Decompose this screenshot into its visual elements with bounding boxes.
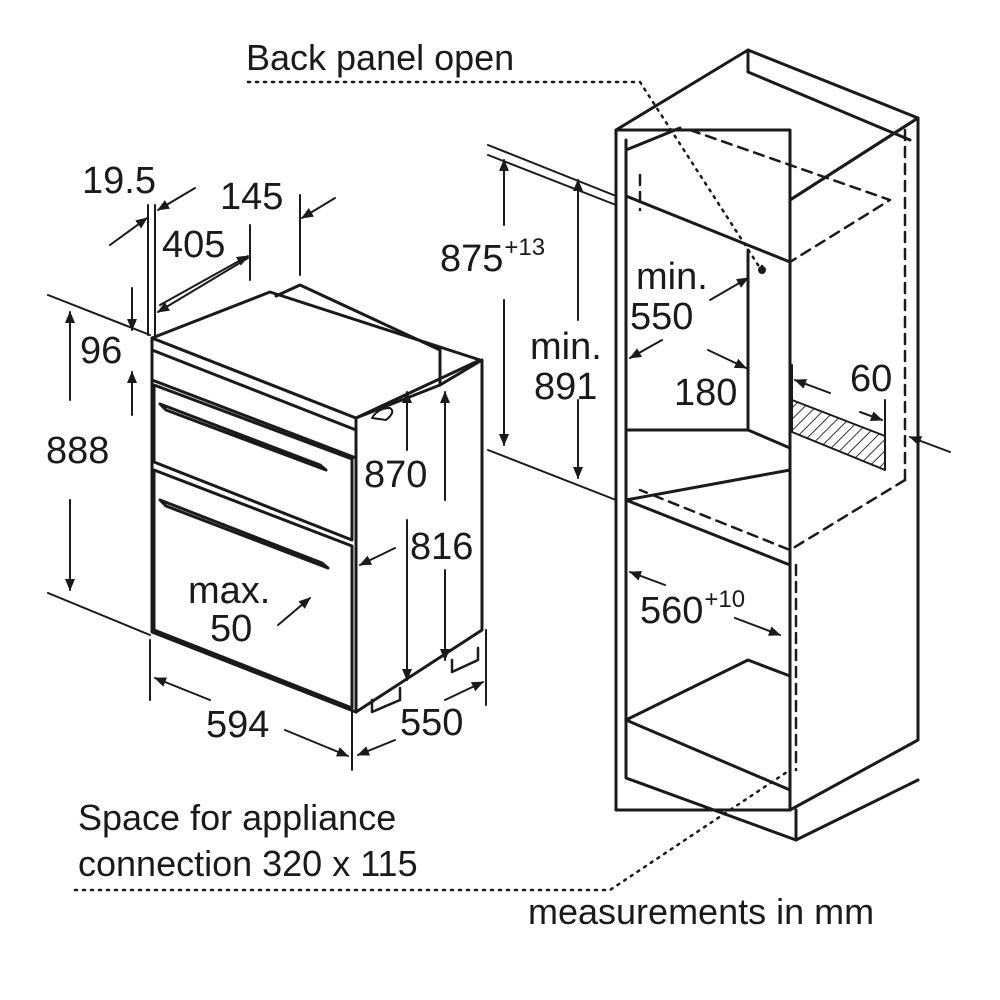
upper-door-handle xyxy=(158,402,328,472)
appliance-space-label-line1: Space for appliance xyxy=(78,797,397,838)
appliance-space-label-line2: connection 320 x 115 xyxy=(78,843,418,884)
dim-870: 870 xyxy=(364,454,428,496)
dim-405: 405 xyxy=(162,224,226,266)
dim-min-550-label: min. xyxy=(636,256,708,298)
back-panel-dashed xyxy=(638,128,907,772)
dim-60: 60 xyxy=(850,358,893,400)
dim-min-550-value: 550 xyxy=(630,296,694,338)
dim-594: 594 xyxy=(206,704,270,746)
cabinet-front-frame xyxy=(614,128,792,812)
dim-550-depth: 550 xyxy=(400,702,464,744)
dim-180: 180 xyxy=(674,372,738,414)
connection-hatch xyxy=(791,399,886,471)
dim-min-891-value: 891 xyxy=(534,366,598,408)
dim-19-5: 19.5 xyxy=(82,160,156,202)
dim-max-label: max. xyxy=(188,570,271,612)
dim-875: 875+13 xyxy=(440,234,546,280)
dimension-lines xyxy=(47,144,951,771)
units-note: measurements in mm xyxy=(528,891,875,932)
dim-96: 96 xyxy=(80,330,123,372)
oven-drawing xyxy=(150,283,484,714)
back-panel-marker xyxy=(758,266,766,274)
dim-816: 816 xyxy=(410,526,474,568)
oven-latch xyxy=(371,407,394,421)
back-panel-label: Back panel open xyxy=(246,37,515,78)
dim-145: 145 xyxy=(220,176,284,218)
cabinet-drawing xyxy=(614,48,920,842)
oven-lower-door xyxy=(152,468,354,710)
dim-max-value: 50 xyxy=(210,608,253,650)
dim-560: 560+10 xyxy=(640,586,746,632)
dim-888: 888 xyxy=(46,430,110,472)
dim-min-891-label: min. xyxy=(530,326,602,368)
lower-door-handle xyxy=(158,498,330,570)
oven-housing-top xyxy=(274,283,442,387)
oven-side xyxy=(354,358,484,714)
